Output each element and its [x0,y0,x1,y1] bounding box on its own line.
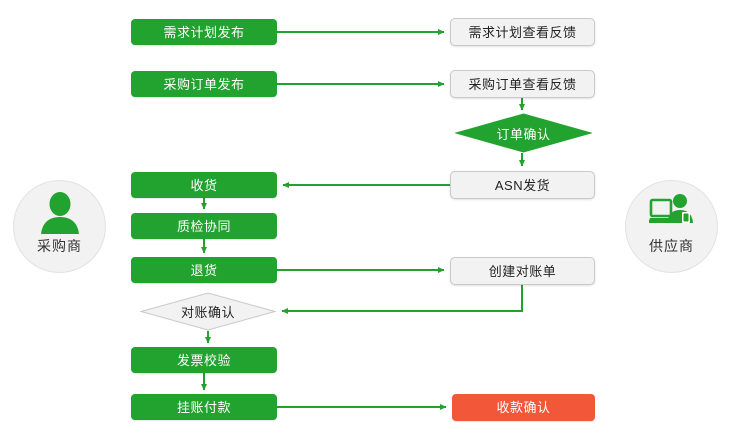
node-label: 质检协同 [176,218,231,234]
actor-buyer: 采购商 [13,180,106,273]
process-node-n2[interactable]: 需求计划查看反馈 [450,18,595,46]
actor-supplier: 供应商 [625,180,718,273]
node-label: 对账确认 [180,305,235,320]
person-icon [40,192,79,234]
node-label: 需求计划发布 [163,24,245,40]
node-label: 挂账付款 [176,399,231,415]
process-node-n12[interactable]: 发票校验 [131,347,277,373]
process-node-n7[interactable]: 收货 [131,172,277,198]
process-node-n10[interactable]: 创建对账单 [450,257,595,285]
node-label: 收货 [190,177,218,193]
connector-n10-to-n11 [281,285,523,314]
actor-buyer-label: 采购商 [37,238,82,254]
node-label: ASN发货 [494,177,551,193]
decision-node-n11[interactable]: 对账确认 [140,292,276,331]
person-computer-icon [648,194,693,223]
diamond-shape-icon [140,292,276,331]
process-node-n14[interactable]: 收款确认 [452,394,595,421]
node-label: 采购订单查看反馈 [468,76,577,92]
process-node-n13[interactable]: 挂账付款 [131,394,277,420]
node-label: 收款确认 [496,400,551,415]
diamond-shape-icon [455,113,592,153]
process-node-n4[interactable]: 采购订单查看反馈 [450,70,595,98]
node-label: 发票校验 [176,352,231,368]
actor-supplier-label: 供应商 [649,238,694,254]
process-node-n3[interactable]: 采购订单发布 [131,71,277,97]
node-label: 订单确认 [496,126,551,142]
node-label: 需求计划查看反馈 [468,24,577,40]
process-node-n9[interactable]: 退货 [131,257,277,283]
node-label: 采购订单发布 [163,76,245,92]
process-node-n6[interactable]: ASN发货 [450,171,595,199]
process-node-n1[interactable]: 需求计划发布 [131,19,277,45]
node-label: 创建对账单 [488,263,557,279]
process-node-n8[interactable]: 质检协同 [131,213,277,239]
node-label: 退货 [190,262,218,278]
decision-node-n5[interactable]: 订单确认 [455,113,592,153]
